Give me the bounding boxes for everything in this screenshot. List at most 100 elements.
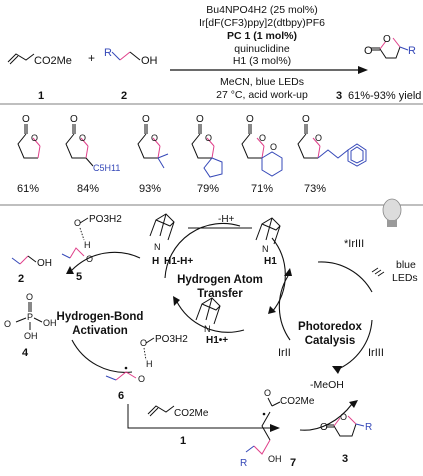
plus-sign: +	[88, 51, 95, 65]
co2me-label: CO2Me	[34, 55, 72, 67]
condition-1: Bu4NPO4H2 (25 mol%)	[206, 4, 317, 16]
po3h2-label-bottom: PO3H2	[155, 334, 188, 345]
complex-6: O PO3H2 H O 6	[105, 334, 188, 402]
svg-text:H: H	[152, 256, 159, 267]
r-label: R	[104, 47, 112, 59]
svg-text:OH: OH	[43, 318, 57, 328]
minus-meoh-label: -MeOH	[310, 379, 344, 391]
svg-text:OH: OH	[24, 331, 38, 341]
product-item-5: O O O 71%	[241, 114, 283, 195]
pr-title-line-2: Catalysis	[305, 335, 356, 347]
svg-text:N: N	[204, 324, 211, 334]
compound-3-mech-label: 3	[342, 453, 348, 465]
mechanism: Hydrogen Atom Transfer Hydrogen-Bond Act…	[4, 198, 418, 469]
product-o-ring: O	[383, 34, 391, 45]
product-yield-3: 93%	[139, 183, 161, 195]
svg-text:O: O	[142, 114, 150, 125]
acrylate-co2me-label: CO2Me	[174, 408, 209, 419]
condition-2: Ir[dF(CF3)ppy]2(dtbpy)PF6	[199, 17, 325, 29]
reaction-scheme: CO2Me 1 + R OH 2 Bu4NPO4H2 (25 mol%) Ir[…	[7, 4, 421, 102]
product-item-3: O O 93%	[137, 114, 169, 195]
po3h2-label-top: PO3H2	[89, 214, 122, 225]
svg-text:O: O	[138, 374, 145, 384]
svg-text:N: N	[262, 244, 269, 254]
h1-h-label: H1-H+	[164, 256, 193, 267]
phosphate-4: O P O OH OH 4	[4, 292, 57, 359]
methyl-acrylate: CO2Me 1	[7, 53, 72, 102]
photoredox-cycle: Photoredox Catalysis	[278, 261, 373, 374]
ir3-label: IrIII	[368, 347, 384, 359]
product-yield-4: 79%	[197, 183, 219, 195]
compound-4-label: 4	[22, 347, 29, 359]
compound-5-label: 5	[76, 271, 82, 283]
svg-text:O: O	[302, 114, 310, 125]
svg-text:O: O	[86, 254, 93, 264]
svg-text:O: O	[31, 133, 38, 143]
compound-7-label: 7	[290, 457, 296, 469]
product-r-label: R	[408, 45, 416, 57]
hat-title-line-2: Transfer	[197, 288, 243, 300]
pr-title-line-1: Photoredox	[298, 321, 362, 333]
compound-2-label: 2	[121, 90, 127, 102]
compound-6-label: 6	[118, 390, 124, 402]
svg-text:O: O	[270, 142, 277, 152]
ir3-excited-label: *IrIII	[344, 238, 364, 250]
svg-text:O: O	[320, 422, 328, 433]
svg-text:O: O	[140, 338, 147, 348]
h1-radical-cation: N H1•+	[195, 297, 228, 346]
condition-3: PC 1 (1 mol%)	[227, 30, 297, 42]
svg-text:O: O	[22, 114, 30, 125]
condition-below-2: 27 °C, acid work-up	[216, 89, 308, 101]
svg-text:R: R	[240, 458, 247, 469]
product-yield-2: 84%	[77, 183, 99, 195]
svg-text:N: N	[154, 242, 161, 252]
h1-quinuclidine: N H1	[255, 217, 281, 267]
complex-5: O PO3H2 H O 5	[61, 214, 122, 283]
light-label-1: blue	[396, 259, 416, 271]
product-lactone: O O R 3 61%-93% yield	[336, 34, 421, 102]
h1-radical-label: H1•+	[206, 335, 228, 346]
product-o-carbonyl: O	[364, 45, 373, 57]
product-yield-range: 61%-93% yield	[348, 90, 421, 102]
condition-below-1: MeCN, blue LEDs	[220, 76, 304, 88]
hb-title-line-2: Activation	[72, 325, 128, 337]
mech-alcohol-2: OH 2	[11, 255, 52, 285]
compound-1-mech-label: 1	[180, 435, 186, 447]
condition-5: H1 (3 mol%)	[233, 55, 291, 67]
ir2-label: IrII	[278, 347, 291, 359]
led-bulb-icon	[371, 198, 402, 277]
product-item-6: O O 73%	[297, 114, 367, 195]
svg-text:O: O	[70, 114, 78, 125]
addition-step: CO2Me 1	[127, 404, 280, 447]
product-yield-5: 71%	[251, 183, 273, 195]
hb-cycle: Hydrogen-Bond Activation	[57, 251, 144, 373]
svg-text:R: R	[365, 422, 372, 433]
radical-adduct-7: O CO2Me R OH 7	[240, 388, 315, 469]
compound-1-label: 1	[38, 90, 44, 102]
hb-title-line-1: Hydrogen-Bond	[57, 311, 144, 323]
hat-cycle: Hydrogen Atom Transfer	[164, 222, 286, 333]
svg-text:P: P	[27, 312, 33, 322]
alcohol: R OH 2	[104, 47, 158, 102]
oh-label: OH	[141, 55, 158, 67]
light-label-2: LEDs	[392, 272, 418, 284]
reaction-arrowhead	[358, 66, 368, 74]
pentyl-label: C5H11	[93, 163, 120, 173]
svg-text:O: O	[4, 319, 11, 329]
svg-text:O: O	[26, 292, 33, 302]
h1-h-quinuclidine: N H1-H+ H	[149, 213, 193, 267]
hat-title-line-1: Hydrogen Atom	[177, 274, 263, 286]
adduct-co2me-label: CO2Me	[280, 396, 315, 407]
svg-text:O: O	[259, 133, 266, 143]
svg-text:O: O	[196, 114, 204, 125]
conditions: Bu4NPO4H2 (25 mol%) Ir[dF(CF3)ppy]2(dtbp…	[170, 4, 368, 101]
svg-text:H: H	[84, 240, 91, 250]
product-scope: O O 61% O O C5H11 84% O	[17, 114, 367, 195]
svg-text:H: H	[146, 359, 153, 369]
condition-4: quinuclidine	[234, 43, 290, 55]
compound-2-mech-label: 2	[18, 273, 24, 285]
svg-text:OH: OH	[37, 258, 52, 269]
product-yield-1: 61%	[17, 183, 39, 195]
h1-label: H1	[264, 256, 277, 267]
